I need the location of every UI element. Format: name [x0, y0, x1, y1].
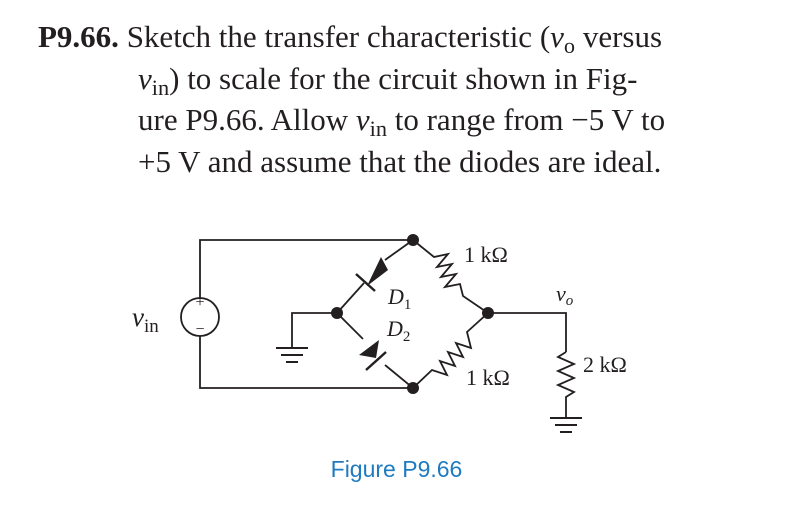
problem-text: ) to scale for the circuit shown in Fig-: [169, 60, 638, 96]
problem-text: to range from −5 V to: [387, 102, 666, 137]
diode-d1-label: D1: [387, 284, 411, 313]
problem-text: versus: [575, 19, 663, 54]
problem-line-3: ure P9.66. Allow vin to range from −5 V …: [38, 101, 758, 143]
vin-symbol: vin: [355, 102, 387, 142]
node-right: [482, 307, 494, 319]
source-label: vin: [132, 302, 159, 337]
node-left: [331, 307, 343, 319]
resistor-bottom-label: 1 kΩ: [466, 365, 510, 390]
voltage-source: [180, 297, 220, 337]
problem-line-4: +5 V and assume that the diodes are idea…: [38, 143, 758, 182]
node-top: [407, 234, 419, 246]
resistor-load: [555, 351, 577, 418]
figure-caption: Figure P9.66: [330, 456, 463, 482]
problem-line-2: vin) to scale for the circuit shown in F…: [38, 60, 758, 102]
resistor-top: [412, 239, 489, 314]
node-bottom: [407, 382, 419, 394]
problem-line-1: P9.66. Sketch the transfer characteristi…: [38, 18, 758, 60]
diode-d2: [336, 312, 414, 389]
resistor-bottom: [412, 312, 489, 389]
wire-output: [488, 312, 567, 352]
source-plus: +: [195, 294, 204, 311]
problem-text: Sketch the transfer characteristic (: [126, 19, 551, 54]
problem-number: P9.66.: [38, 19, 119, 54]
wire-bottom: [199, 336, 413, 389]
vin-symbol: vin: [138, 60, 170, 100]
resistor-top-label: 1 kΩ: [464, 242, 508, 267]
problem-text: +5 V and assume that the diodes are idea…: [138, 143, 662, 179]
diode-d2-label: D2: [386, 316, 410, 345]
ground-icon: [276, 347, 308, 363]
resistor-load-label: 2 kΩ: [583, 352, 627, 377]
wire-top: [199, 239, 413, 299]
source-minus: −: [195, 321, 204, 338]
output-voltage-label: vo: [556, 281, 574, 309]
problem-statement: P9.66. Sketch the transfer characteristi…: [38, 18, 758, 181]
ground-icon: [550, 417, 582, 433]
vo-symbol: vo: [550, 19, 576, 59]
problem-text: ure P9.66. Allow: [138, 102, 356, 137]
junctions: [331, 234, 494, 394]
ground-wire: [291, 312, 337, 348]
